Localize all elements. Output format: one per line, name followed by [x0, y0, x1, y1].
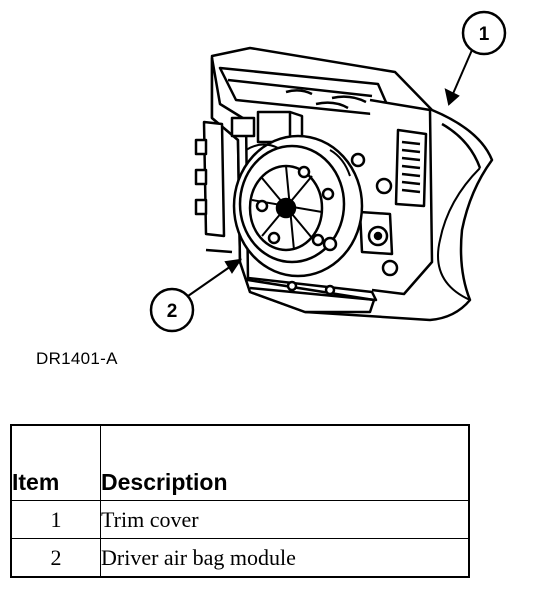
inflator-drawing: [232, 134, 364, 278]
figure-id: DR1401-A: [36, 349, 118, 368]
callout-1-label: 1: [479, 24, 490, 45]
module-housing-drawing: [194, 56, 434, 314]
item-description: Driver air bag module: [100, 538, 470, 578]
callout-2: 2: [149, 287, 195, 333]
callout-1: 1: [461, 10, 507, 56]
legend-table: Item Description 1 Trim cover 2 Driver a…: [10, 424, 470, 578]
legend-header-row: Item Description: [10, 424, 470, 501]
item-number: 2: [10, 538, 101, 578]
airbag-diagram: 1 2: [149, 10, 507, 333]
header-description: Description: [100, 424, 470, 501]
callout-2-label: 2: [167, 301, 178, 322]
item-description: Trim cover: [100, 500, 470, 539]
table-row: 2 Driver air bag module: [10, 538, 470, 578]
header-item: Item: [10, 424, 101, 501]
table-row: 1 Trim cover: [10, 500, 470, 539]
callout-leaders: [187, 49, 473, 297]
item-number: 1: [10, 500, 101, 539]
